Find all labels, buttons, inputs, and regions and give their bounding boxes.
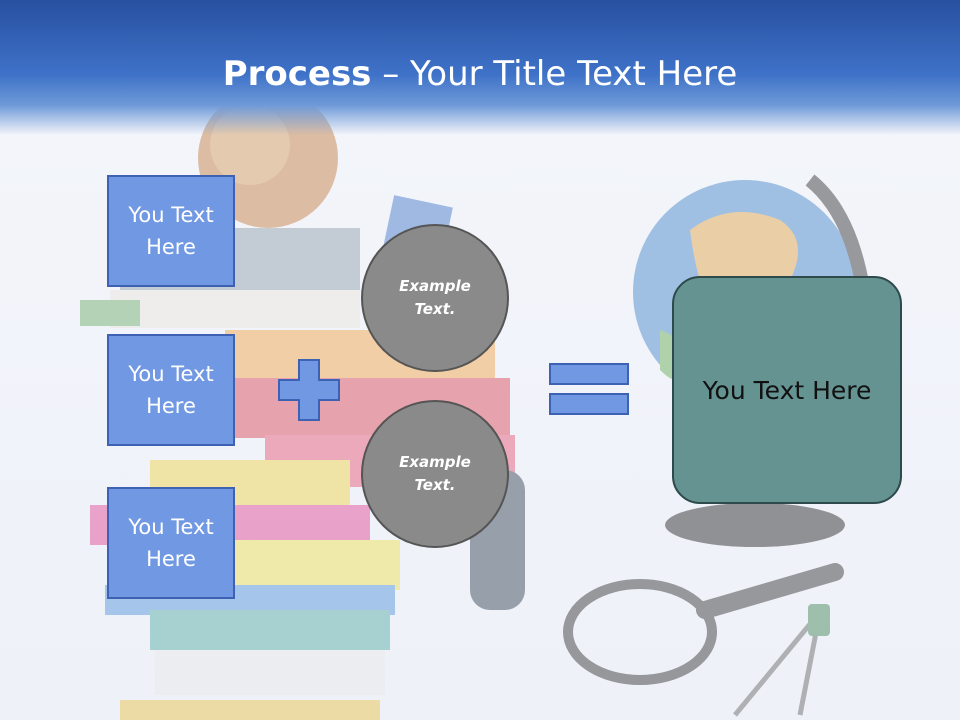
example-circle-1[interactable]: Example Text. (361, 224, 509, 372)
input-box-label: You Text Here (128, 203, 214, 259)
result-box[interactable]: You Text Here (672, 276, 902, 504)
input-box-label: You Text Here (128, 515, 214, 571)
circle-label: Example Text. (399, 277, 471, 318)
input-box-2[interactable]: You Text Here (107, 334, 235, 446)
title-rest: – Your Title Text Here (371, 54, 738, 94)
result-label: You Text Here (702, 375, 872, 405)
title-bar (0, 0, 960, 135)
input-box-1[interactable]: You Text Here (107, 175, 235, 287)
page-title: Process – Your Title Text Here (0, 52, 960, 96)
plus-icon (278, 359, 340, 421)
equals-icon (549, 363, 629, 415)
title-bold: Process (222, 54, 372, 94)
example-circle-2[interactable]: Example Text. (361, 400, 509, 548)
input-box-label: You Text Here (128, 362, 214, 418)
input-box-3[interactable]: You Text Here (107, 487, 235, 599)
circle-label: Example Text. (399, 453, 471, 494)
